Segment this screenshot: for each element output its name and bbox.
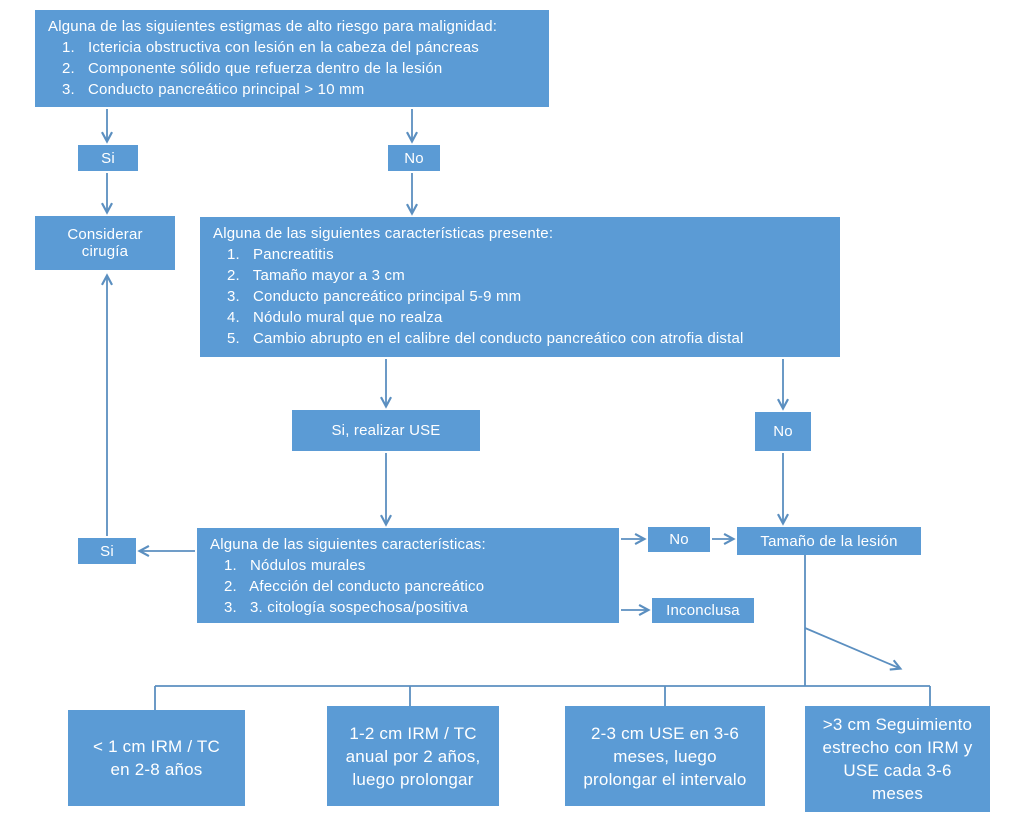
label-si-realizar-use: Si, realizar USE — [292, 410, 480, 451]
node-followup-lt-1cm: < 1 cm IRM / TC en 2-8 años — [68, 710, 245, 806]
node-followup-2-3cm: 2-3 cm USE en 3-6 meses, luego prolongar… — [565, 706, 765, 806]
list-item: 2. Componente sólido que refuerza dentro… — [62, 60, 443, 77]
node-worrisome-features: Alguna de las siguientes características… — [200, 217, 840, 357]
node-title: Alguna de las siguientes estigmas de alt… — [48, 18, 498, 35]
label-no-2: No — [755, 412, 811, 451]
list-item: 1. Nódulos murales — [224, 557, 366, 574]
list-item: 1. Ictericia obstructiva con lesión en l… — [62, 39, 479, 56]
node-lesion-size: Tamaño de la lesión — [737, 527, 921, 555]
list-item: 3. Conducto pancreático principal > 10 m… — [62, 81, 365, 98]
list-item: 3. Conducto pancreático principal 5-9 mm — [227, 288, 522, 305]
list-item: 2. Tamaño mayor a 3 cm — [227, 267, 405, 284]
list-item: 3. 3. citología sospechosa/positiva — [224, 599, 469, 616]
node-title: Alguna de las siguientes características… — [210, 536, 486, 553]
edge-diagonal-gt3 — [804, 627, 903, 671]
node-eus-features: Alguna de las siguientes características… — [197, 528, 619, 623]
list-item: 1. Pancreatitis — [227, 246, 334, 263]
list-item: 4. Nódulo mural que no realza — [227, 309, 443, 326]
label-si-2: Si — [78, 538, 136, 564]
node-followup-gt-3cm: >3 cm Seguimiento estrecho con IRM y USE… — [805, 706, 990, 812]
list-item: 2. Afección del conducto pancreático — [224, 578, 485, 595]
node-title: Alguna de las siguientes características… — [213, 225, 554, 242]
list-item: 5. Cambio abrupto en el calibre del cond… — [227, 330, 744, 347]
label-si-1: Si — [78, 145, 138, 171]
label-no-1: No — [388, 145, 440, 171]
label-inconclusive: Inconclusa — [652, 598, 754, 623]
node-followup-1-2cm: 1-2 cm IRM / TC anual por 2 años, luego … — [327, 706, 499, 806]
node-consider-surgery: Considerar cirugía — [35, 216, 175, 270]
node-high-risk-stigmata: Alguna de las siguientes estigmas de alt… — [35, 10, 549, 107]
label-no-3: No — [648, 527, 710, 552]
